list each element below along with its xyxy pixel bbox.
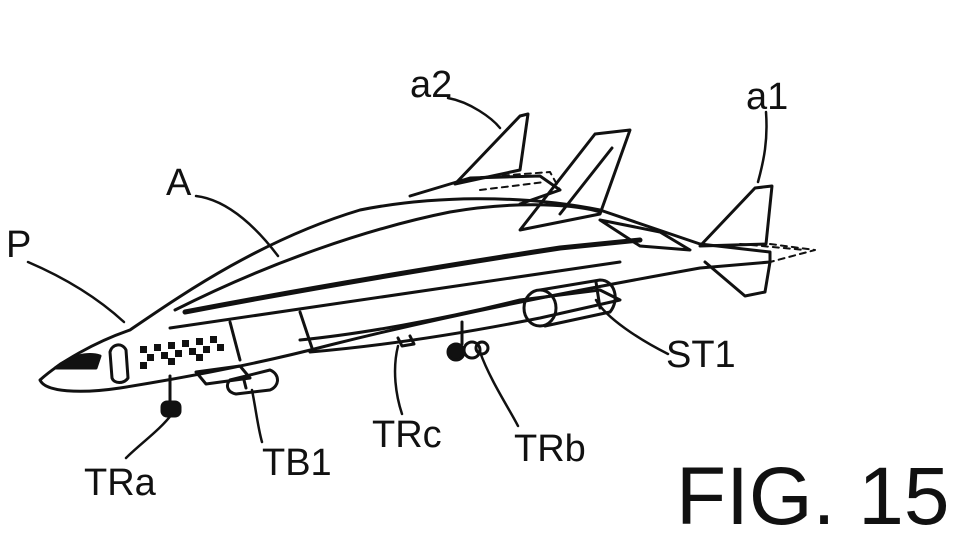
label-a: A [166,162,192,204]
gear-trb [446,320,490,362]
fin-a1 [698,184,774,248]
leader-trc [393,344,404,416]
leader-a1 [756,110,768,184]
label-a2: a2 [410,64,453,106]
fin-a2 [453,112,530,186]
tail-lower-fin [703,260,772,298]
fuselage-outline [38,197,772,393]
leader-trb [478,350,520,428]
engine-tb1 [194,364,279,396]
label-tb1: TB1 [262,442,332,484]
cockpit-window [53,353,102,370]
fuselage-lower-line [168,260,622,330]
leader-st1 [594,298,670,356]
leader-lines [26,96,768,460]
leader-p [26,260,126,324]
leader-a2 [446,96,502,130]
label-trb: TRb [514,428,586,470]
leader-tb1 [250,388,264,444]
gear-trc [396,334,416,348]
label-trc: TRc [372,414,442,456]
leader-tra [124,412,174,460]
figure-title: FIG. 15 [676,451,950,540]
window-pattern [140,336,224,369]
main-fin-inner [558,146,614,216]
label-a1: a1 [746,76,789,118]
forward-section [228,310,314,362]
wing-root-fairing [598,218,692,252]
fuselage-top-line [173,203,602,312]
main-fin [518,128,632,232]
nose-door [108,343,130,384]
label-st1: ST1 [666,334,736,376]
fuselage-stripe [182,237,643,315]
leader-a [194,194,280,258]
near-wing [298,288,622,354]
label-tra: TRa [84,462,156,504]
label-p: P [6,224,32,266]
tail-stabilizer-dashed [739,243,816,263]
